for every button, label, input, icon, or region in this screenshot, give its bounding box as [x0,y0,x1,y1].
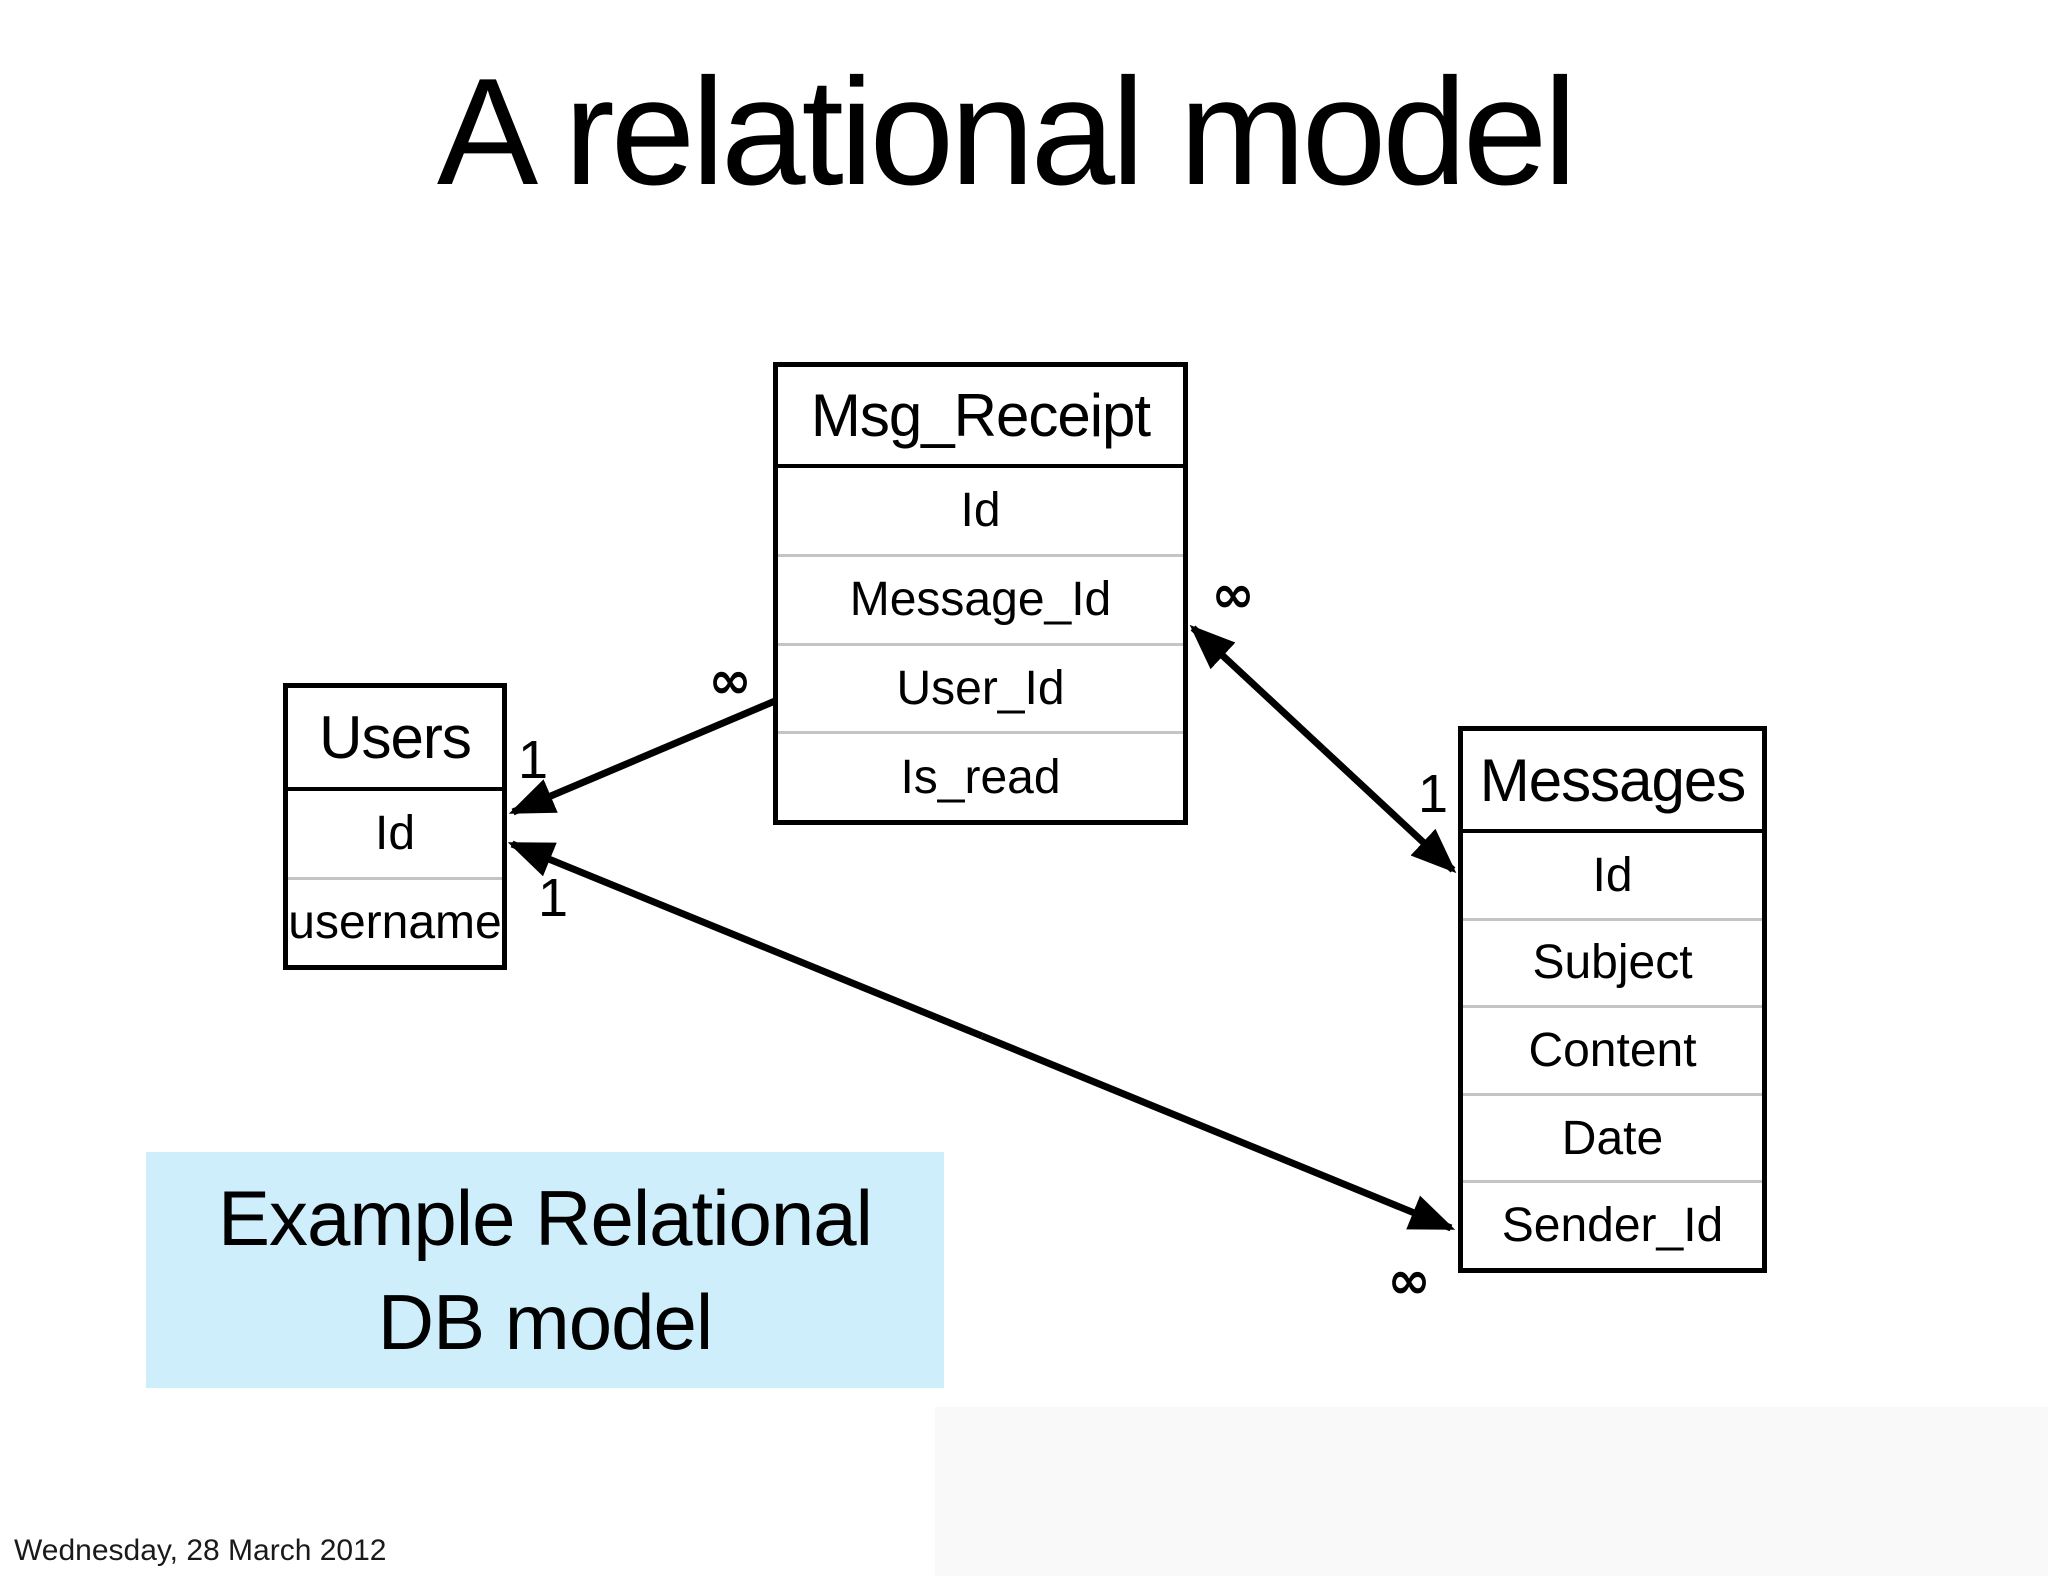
cardinality-many-messages-users: ∞ [1387,1251,1431,1311]
table-users: Users Id username [283,683,507,970]
table-row: Subject [1463,917,1762,1006]
caption-line-1: Example Relational [217,1174,873,1262]
table-row: Sender_Id [1463,1180,1762,1268]
arrow-msgreceipt-messages-b [1320,746,1457,874]
arrow-messages-users-b [980,1032,1456,1232]
table-row: Id [960,484,1001,538]
caption-box: Example Relational DB model [146,1152,944,1388]
cardinality-many-msgreceipt-messages: ∞ [1211,565,1255,625]
table-row: username [288,876,502,966]
page-title: A relational model [436,47,1577,217]
table-messages: Messages Id Subject Content Date Sender_… [1458,726,1767,1273]
arrow-msgreceipt-messages-a [1189,624,1326,752]
table-header: Msg_Receipt [778,367,1183,468]
table-row: Date [1463,1092,1762,1181]
cardinality-one-users-messages: 1 [537,868,569,928]
cardinality-many-msgreceipt-users: ∞ [708,651,752,711]
table-msg-receipt: Msg_Receipt Id Message_Id User_Id Is_rea… [773,362,1188,825]
table-rows: Id username [288,791,502,965]
caption-line-2: DB model [377,1278,713,1366]
table-header: Messages [1463,731,1762,833]
background-shade [935,1407,2048,1576]
footer-date: Wednesday, 28 March 2012 [14,1534,387,1567]
table-row: Id [1592,848,1633,902]
table-rows: Id Subject Content Date Sender_Id [1463,833,1762,1268]
table-row: Message_Id [778,553,1183,643]
arrow-msgreceipt-users [508,697,777,816]
cardinality-one-users-msgreceipt: 1 [517,730,549,790]
table-row: User_Id [778,642,1183,732]
table-row: Content [1463,1005,1762,1093]
table-row: Id [374,807,416,861]
arrow-messages-users-a [507,840,984,1040]
cardinality-one-messages-msgreceipt: 1 [1417,764,1449,824]
table-row: Is_read [778,731,1183,820]
table-rows: Id Message_Id User_Id Is_read [778,468,1183,820]
table-header: Users [288,688,502,791]
